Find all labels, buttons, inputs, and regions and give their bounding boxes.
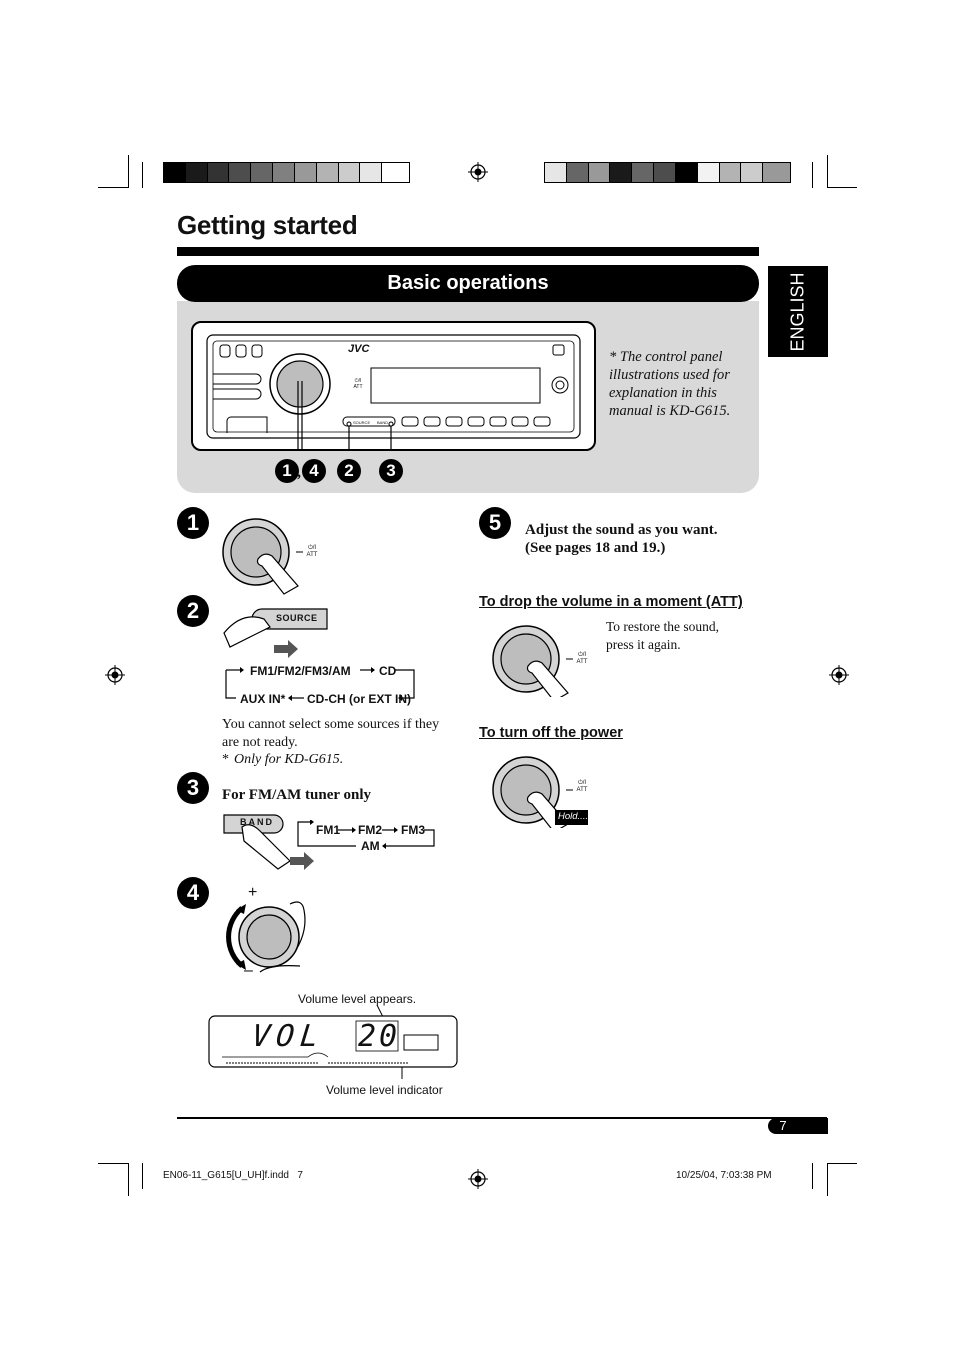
power-heading: To turn off the power xyxy=(479,725,623,741)
att-att-label: ⏻/I ATT xyxy=(576,652,588,665)
registration-mark-top-icon xyxy=(468,162,488,182)
step-2-note: You cannot select some sources if they a… xyxy=(222,717,440,750)
band-fm3: FM3 xyxy=(401,823,425,837)
color-bar-right xyxy=(544,162,791,183)
title-rule xyxy=(177,247,759,256)
band-flow-arrows xyxy=(297,820,435,849)
footer-file: EN06-11_G615[U_UH]f.indd 7 xyxy=(163,1170,303,1181)
flow-fm-am: FM1/FM2/FM3/AM xyxy=(250,664,351,678)
registration-mark-right-icon xyxy=(829,665,849,685)
panel-source-button-label: SOURCE xyxy=(353,420,371,425)
callout-comma: , xyxy=(297,464,301,481)
band-fm2: FM2 xyxy=(358,823,382,837)
step-3-number: 3 xyxy=(177,772,209,804)
panel-att-label: ⏻/I ATT xyxy=(353,378,363,390)
source-flow-arrows xyxy=(225,667,415,701)
volume-knob-illustration xyxy=(222,890,322,985)
power-att-label: ⏻/I ATT xyxy=(576,780,588,793)
flow-cd: CD xyxy=(379,664,397,678)
volume-appears-caption: Volume level appears. xyxy=(298,992,417,1006)
registration-mark-left-icon xyxy=(105,665,125,685)
lcd-display: VOL 20 xyxy=(208,1015,458,1068)
step-5-line2: (See pages 18 and 19.) xyxy=(525,540,666,556)
step-2-footnote-mark: * xyxy=(222,752,229,767)
registration-mark-bottom-icon xyxy=(468,1169,488,1189)
step-5-line1: Adjust the sound as you want. xyxy=(525,522,718,538)
step-3-heading: For FM/AM tuner only xyxy=(222,787,372,803)
source-button-illustration xyxy=(222,605,332,660)
step-1-number: 1 xyxy=(177,507,209,539)
volume-minus-label: – xyxy=(244,962,253,979)
jvc-logo: JVC xyxy=(348,343,370,355)
panel-band-button-label: BAND xyxy=(377,420,389,425)
source-button-label: SOURCE xyxy=(276,613,318,623)
step-5-number: 5 xyxy=(479,507,511,539)
step-4-number: 4 xyxy=(177,877,209,909)
callout-4: 4 xyxy=(302,459,326,483)
page-number: 7 xyxy=(779,1118,787,1133)
lcd-vol-text: VOL xyxy=(250,1019,327,1054)
band-button-label: BAND xyxy=(240,817,274,827)
language-tab: ENGLISH xyxy=(768,266,828,357)
flow-cd-ch: CD-CH (or EXT IN) xyxy=(307,692,411,706)
callout-3: 3 xyxy=(379,459,403,483)
panel-note: * The control panel illustrations used f… xyxy=(609,349,731,419)
hold-label: Hold.... xyxy=(558,811,589,822)
hold-badge: Hold.... xyxy=(555,810,588,825)
lcd-volume-value: 20 xyxy=(358,1019,401,1054)
band-fm1: FM1 xyxy=(316,823,340,837)
band-button-illustration xyxy=(222,813,317,873)
att-note: To restore the sound, press it again. xyxy=(606,619,720,652)
page-title: Getting started xyxy=(177,210,358,240)
section-heading: Basic operations xyxy=(177,265,759,302)
volume-indicator-caption: Volume level indicator xyxy=(326,1083,443,1097)
footer-timestamp: 10/25/04, 7:03:38 PM xyxy=(676,1170,772,1181)
callout-2: 2 xyxy=(337,459,361,483)
att-heading: To drop the volume in a moment (ATT) xyxy=(479,594,743,610)
bottom-rule xyxy=(177,1117,827,1119)
att-knob-illustration xyxy=(490,622,590,702)
flow-aux-in: AUX IN* xyxy=(240,692,286,706)
callout-1: 1 xyxy=(275,459,299,483)
language-tab-label: ENGLISH xyxy=(787,271,808,352)
band-am: AM xyxy=(361,839,380,853)
control-panel-illustration: JVC ⏻/I ATT SOURCE BAND xyxy=(191,321,596,471)
volume-plus-label: + xyxy=(248,884,258,901)
color-bar-left xyxy=(163,162,410,183)
step-1-att-label: ⏻/I ATT xyxy=(306,545,318,558)
step-2-footnote: Only for KD-G615. xyxy=(234,752,344,767)
page-number-box: 7 xyxy=(768,1118,828,1134)
step-1-knob-illustration xyxy=(220,515,330,595)
step-2-number: 2 xyxy=(177,595,209,627)
power-knob-illustration xyxy=(490,753,590,833)
